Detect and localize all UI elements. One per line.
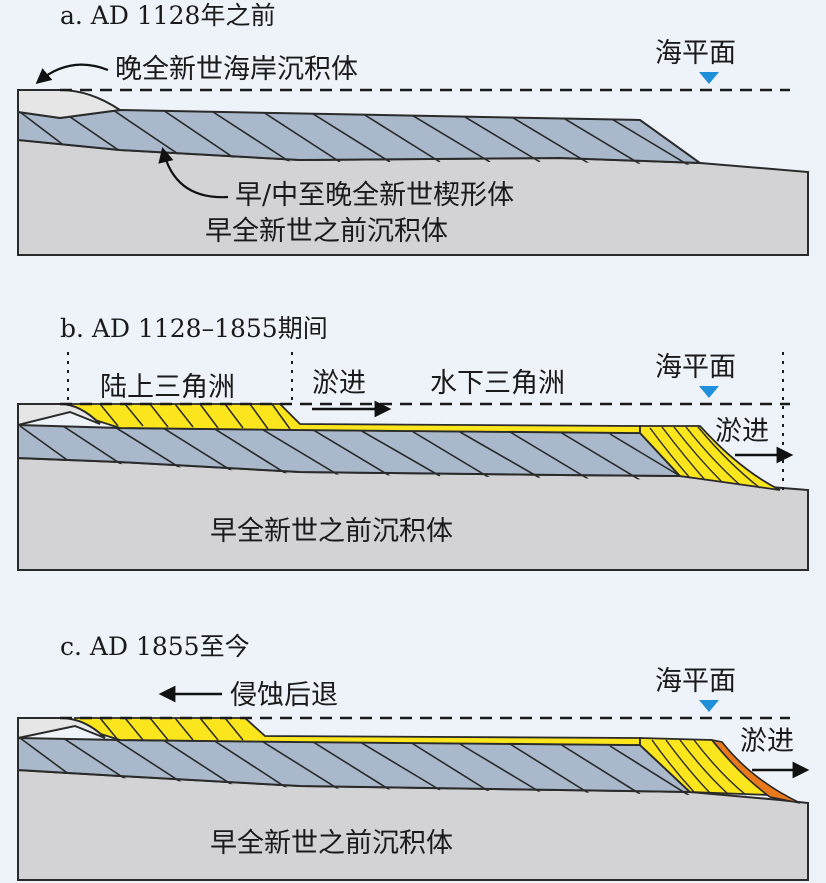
panel-a-base-label: 早全新世之前沉积体 — [205, 216, 448, 247]
panel-b-wedge-hatching — [19, 425, 680, 480]
panel-c-erosion-label: 侵蚀后退 — [230, 680, 338, 711]
panel-a-sea-level-marker — [699, 72, 719, 84]
panel-b-progradation-label-2: 淤进 — [715, 416, 769, 447]
panel-c-sea-level-label: 海平面 — [655, 666, 736, 697]
panel-a-wedge-label: 早/中至晚全新世楔形体 — [235, 180, 514, 211]
panel-a-sea-level-label: 海平面 — [655, 38, 736, 69]
panel-b-subaqueous-delta-hatching — [649, 426, 761, 489]
panel-b-sea-level-label: 海平面 — [655, 352, 736, 383]
panel-a-coastal-arrow — [35, 63, 109, 84]
panel-c-subaerial-delta-hatching — [99, 717, 244, 741]
panel-b-sea-level-marker — [699, 386, 719, 398]
panel-b-base-label: 早全新世之前沉积体 — [210, 516, 453, 547]
panel-a-wedge-hatching — [19, 110, 691, 165]
panel-b-subaqueous-delta — [639, 425, 781, 491]
panel-c-sea-level-marker — [699, 700, 719, 712]
panel-a-title: a. AD 1128年之前 — [60, 1, 275, 30]
panel-c: c. AD 1855至今 — [17, 632, 810, 881]
panel-b-subaqueous-label: 水下三角洲 — [430, 368, 565, 399]
panel-b-subaerial-label: 陆上三角洲 — [100, 372, 235, 403]
panel-c-base-label: 早全新世之前沉积体 — [210, 828, 453, 859]
panel-a-wedge-arrow — [158, 147, 229, 199]
panel-b: b. AD 1128–1855期间 — [17, 314, 809, 571]
panel-b-title: b. AD 1128–1855期间 — [60, 314, 328, 343]
panel-c-title: c. AD 1855至今 — [60, 632, 250, 661]
panel-c-new-delta — [710, 738, 801, 804]
panel-c-subaerial-delta — [74, 717, 641, 746]
panel-b-progradation-label-1: 淤进 — [312, 368, 366, 399]
panel-a-coastal-label: 晚全新世海岸沉积体 — [115, 54, 358, 85]
panel-c-subaqueous-delta-hatching — [651, 739, 747, 796]
panel-a: a. AD 1128年之前 海平面 晚全新世海岸沉积体 早/中至晚全 — [17, 1, 809, 256]
panel-b-subaerial-delta-hatching — [99, 403, 291, 430]
panel-c-progradation-label: 淤进 — [740, 726, 794, 757]
panel-c-wedge-hatching — [19, 738, 690, 795]
